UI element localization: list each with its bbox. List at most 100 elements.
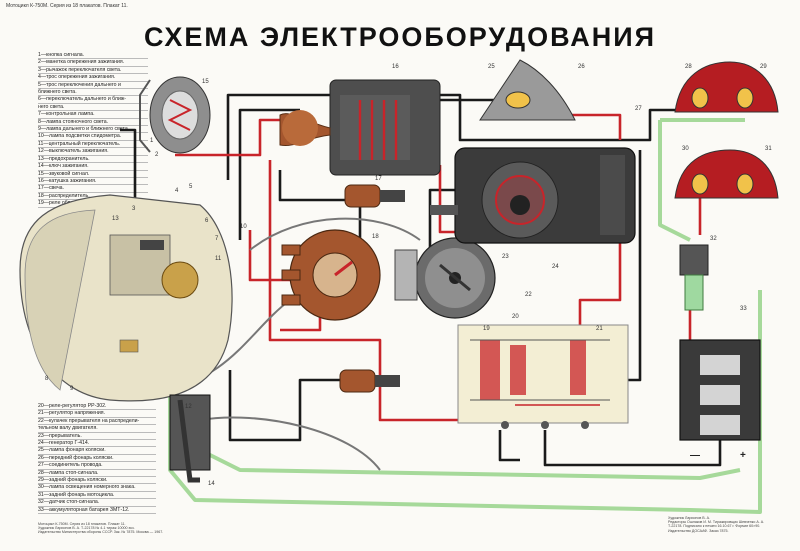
footer-line: Редакторы Ошлаков И. М. Тиражировщик Шев…: [668, 520, 765, 525]
legend-item: 27—соединитель провода.: [38, 462, 156, 470]
legend-item: 25—лампа фонаря коляски.: [38, 447, 156, 455]
callout-26: 26: [578, 64, 585, 70]
legend-item: 14—ключ зажигания.: [38, 163, 148, 171]
callout-30: 30: [682, 146, 689, 152]
distributor-18: [281, 229, 381, 321]
callout-33: 33: [740, 306, 747, 312]
callout-21: 21: [596, 326, 603, 332]
ignition-switch-12: [169, 394, 211, 483]
callout-20: 20: [512, 314, 519, 320]
legend-item: 20—реле-регулятор РР-302.: [38, 403, 156, 411]
callout-31: 31: [765, 146, 772, 152]
footer-line: Издательство Министерства обороны СССР. …: [38, 530, 164, 535]
legend-item: 13—предохранитель.: [38, 156, 148, 164]
callout-9: 9: [70, 386, 74, 392]
legend-item: 29—задний фонарь коляски.: [38, 477, 156, 485]
wire-green-low: [199, 448, 741, 480]
callout-8: 8: [45, 376, 49, 382]
legend-item: 33—аккумуляторная батарея ЗМТ-12.: [38, 507, 156, 515]
callout-4: 4: [175, 188, 179, 194]
legend-item: 23—прерыватель.: [38, 433, 156, 441]
callout-15: 15: [202, 79, 209, 85]
legend-item: 10—лампа подсветки спидометра.: [38, 133, 148, 141]
poster-title: СХЕМА ЭЛЕКТРООБОРУДОВАНИЯ: [143, 22, 657, 52]
legend-item: 2—манетка опережения зажигания.: [38, 59, 148, 67]
footer-line: Мотоцикл К-750М. Серия из 18 плакатов. П…: [38, 522, 126, 526]
callout-1: 1: [150, 138, 154, 144]
generator-24: [430, 147, 636, 244]
footer-right: Художник Ларионов В. А.Редакторы Ошлаков…: [668, 516, 788, 533]
legend-item: 4—трос опережения зажигания.: [38, 74, 148, 82]
legend-item: 7—контрольная лампа.: [38, 111, 148, 119]
headlight: [19, 194, 233, 402]
legend-item: тельном валу двигателя.: [38, 425, 156, 433]
series-header: Мотоцикл К-750М. Серия из 18 плакатов. П…: [6, 3, 128, 9]
motorcycle-rear-lamp-31: [674, 149, 779, 199]
wire-black-7: [498, 430, 520, 462]
callout-17: 17: [375, 176, 382, 182]
callout-5: 5: [189, 184, 193, 190]
callout-6: 6: [205, 218, 209, 224]
callout-24: 24: [552, 264, 559, 270]
legend-bottom: 20—реле-регулятор РР-302.21—регулятор на…: [38, 403, 156, 515]
horn-15: [139, 76, 211, 154]
battery-33: [679, 339, 761, 441]
wire-black-2: [238, 108, 300, 240]
callout-32: 32: [710, 236, 717, 242]
callout-22: 22: [525, 292, 532, 298]
legend-item: 15—звуковой сигнал.: [38, 171, 148, 178]
legend-item: 8—лампа стояночного света.: [38, 119, 148, 127]
battery-minus-sign: —: [690, 450, 700, 461]
legend-item: 9—лампа дальнего и ближнего света.: [38, 126, 148, 134]
callout-18: 18: [372, 234, 379, 240]
legend-item: 30—лампа освещения номерного знака.: [38, 484, 156, 492]
wire-black-3: [278, 170, 362, 260]
wire-black-1: [226, 93, 755, 180]
legend-item: 1—кнопка сигнала.: [38, 52, 148, 60]
legend-top: 1—кнопка сигнала.2—манетка опережения за…: [38, 52, 148, 208]
footer-line: Художник Ларионов В. А. Т-22178 № 4-1 ти…: [38, 526, 135, 531]
callout-numbers: 1 2 3 4 5 6 7 8 9 10 11 12 13 14 15 16 1…: [45, 64, 772, 487]
callout-11: 11: [215, 256, 222, 262]
callout-14: 14: [208, 481, 215, 487]
callout-2: 2: [155, 152, 159, 158]
legend-item: него света.: [38, 104, 148, 112]
legend-item: 16—катушка зажигания.: [38, 178, 148, 186]
legend-item: 11—центральный переключатель.: [38, 141, 148, 149]
footer-left: Мотоцикл К-750М. Серия из 18 плакатов. П…: [38, 522, 218, 535]
wire-green-rear: [658, 120, 691, 242]
callout-28: 28: [685, 64, 692, 70]
callout-25: 25: [488, 64, 495, 70]
ignition-coil-16: [279, 79, 441, 176]
wire-red-5: [248, 230, 290, 282]
legend-item: 6—переключатель дальнего и ближ-: [38, 96, 148, 104]
legend-item: 22—кулачек прерывателя на распредели-: [38, 418, 156, 426]
footer-line: Т-22178. Подписано к печати 16.10.67 г. …: [668, 524, 761, 529]
legend-item: 26—передний фонарь коляски.: [38, 455, 156, 463]
callout-23: 23: [502, 254, 509, 260]
wire-grey-cable-1: [249, 217, 421, 251]
callout-13: 13: [112, 216, 119, 222]
battery-terminal-signs: — +: [690, 450, 746, 461]
battery-plus-sign: +: [740, 450, 746, 461]
legend-item: 28—лампа стоп-сигнала.: [38, 470, 156, 478]
sidecar-rear-lamp-29: [674, 61, 779, 113]
sidecar-front-lamp-26: [479, 59, 576, 121]
callout-12: 12: [185, 404, 192, 410]
legend-item: 21—регулятор напряжения.: [38, 410, 156, 418]
callout-3: 3: [132, 206, 136, 212]
callout-7: 7: [215, 236, 219, 242]
relay-regulator-20: [457, 324, 629, 429]
wire-black-6: [428, 188, 460, 250]
legend-item: 3—рычажок переключателя света.: [38, 67, 148, 75]
callout-19: 19: [483, 326, 490, 332]
footer-line: Издательство ДОСААФ. Заказ 7875.: [668, 528, 729, 533]
callout-29: 29: [760, 64, 767, 70]
wire-grey-cable-3: [199, 416, 381, 471]
breaker-23: [394, 237, 496, 319]
legend-item: 5—трос переключения дальнего и: [38, 82, 148, 90]
legend-item: 12—выключатель зажигания.: [38, 148, 148, 156]
footer-line: Художник Ларионов В. А.: [668, 516, 711, 520]
